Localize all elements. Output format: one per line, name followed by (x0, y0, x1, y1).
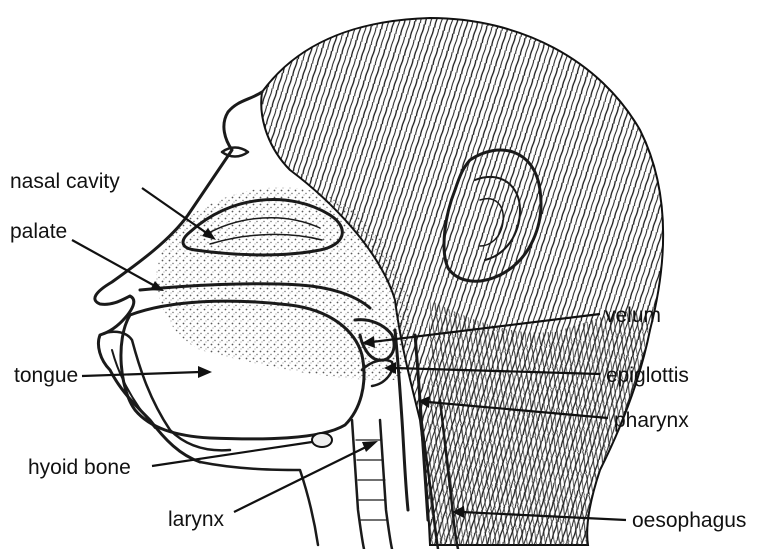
leader-tongue (82, 366, 212, 378)
label-palate: palate (10, 220, 67, 243)
leader-palate (72, 240, 164, 291)
larynx-tube (352, 420, 364, 549)
chin-neck (200, 462, 318, 545)
label-nasal-cavity: nasal cavity (10, 170, 120, 193)
label-pharynx: pharynx (614, 409, 689, 432)
eye (222, 148, 248, 157)
label-tongue: tongue (14, 364, 78, 387)
label-oesophagus: oesophagus (632, 509, 746, 532)
label-velum: velum (605, 304, 661, 327)
leader-hyoid-bone (152, 442, 312, 466)
label-epiglottis: epiglottis (606, 364, 689, 387)
hyoid-bone-shape (312, 433, 332, 447)
label-hyoid-bone: hyoid bone (28, 456, 131, 479)
label-larynx: larynx (168, 508, 225, 531)
